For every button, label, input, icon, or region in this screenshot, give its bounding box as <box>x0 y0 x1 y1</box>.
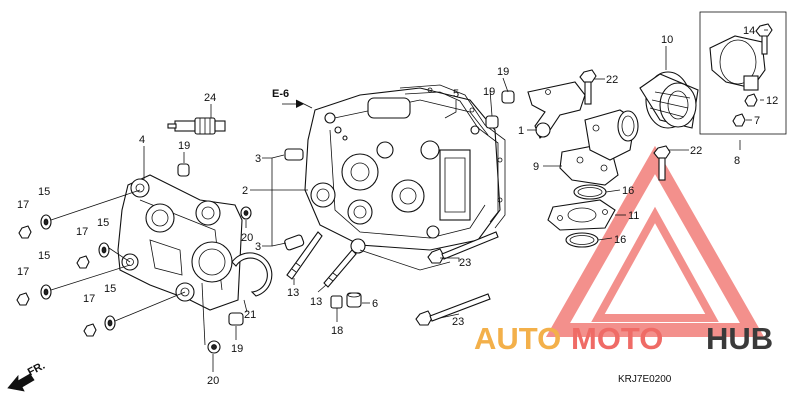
dowel-pin-part-19-a <box>177 163 190 177</box>
callout-18: 18 <box>331 325 343 337</box>
callout-12: 12 <box>766 95 778 107</box>
callout-6: 6 <box>372 298 378 310</box>
watermark-hub: HUB <box>706 321 773 356</box>
bolt-part-23 <box>415 231 499 326</box>
callout-19-c: 19 <box>483 86 495 98</box>
stud-bolt-part-13 <box>286 231 357 288</box>
callout-7: 7 <box>754 115 760 127</box>
callout-21: 21 <box>244 309 256 321</box>
callout-24: 24 <box>204 92 216 104</box>
callout-14: 14 <box>743 25 755 37</box>
callout-23-b: 23 <box>452 316 464 328</box>
callout-13-b: 13 <box>310 296 322 308</box>
side-cover-part-4 <box>117 174 243 311</box>
callout-11: 8 <box>734 155 740 167</box>
callout-19-d: 19 <box>497 66 509 78</box>
seal-part-18 <box>330 295 343 309</box>
callout-15-b: 15 <box>97 217 109 229</box>
callout-22-b: 22 <box>690 145 702 157</box>
callout-10: 11 <box>628 210 639 222</box>
oring-part-16 <box>565 184 607 248</box>
dowel-pin-part-3 <box>284 148 305 251</box>
cylinder-head-part-2 <box>304 87 501 254</box>
callout-17-a: 17 <box>17 199 29 211</box>
callout-8: 9 <box>533 161 539 173</box>
callout-17-c: 17 <box>17 266 29 278</box>
reference-arrow-icon <box>282 100 304 108</box>
callout-13-a: 13 <box>287 287 299 299</box>
watermark-triangle <box>545 145 765 337</box>
bolt-part-22-lower <box>653 145 671 181</box>
callout-17-d: 17 <box>83 293 95 305</box>
callout-15-d: 15 <box>104 283 116 295</box>
gasket-part-5 <box>399 84 506 229</box>
callout-16-b: 16 <box>614 234 626 246</box>
bracket-part-1 <box>527 81 586 139</box>
direction-label: FR. <box>26 360 47 379</box>
watermark-moto: MOTO <box>571 321 663 356</box>
callout-3-b: 3 <box>255 241 261 253</box>
callout-4: 4 <box>139 134 145 146</box>
callout-15-a: 15 <box>38 186 50 198</box>
callout-19-a: 19 <box>178 140 190 152</box>
insulator-part-10 <box>547 199 616 231</box>
washer-nut-set-left <box>16 189 186 337</box>
intake-joint-part-9 <box>639 71 699 129</box>
callout-labels: 24 4 19 15 17 15 17 15 17 15 17 20 21 19… <box>17 25 778 387</box>
callout-3-a: 3 <box>255 153 261 165</box>
intake-manifold-part-8 <box>559 109 639 186</box>
callout-5: 5 <box>453 88 459 100</box>
callout-19-b: 19 <box>231 343 243 355</box>
callout-17-b: 17 <box>76 226 88 238</box>
watermark-auto: AUTO <box>474 321 561 356</box>
callout-22-a: 22 <box>606 74 618 86</box>
nut-part-6 <box>346 292 362 308</box>
reference-code: E-6 <box>272 88 289 100</box>
callout-9: 10 <box>661 34 673 46</box>
callout-23-a: 23 <box>459 257 471 269</box>
drawing-code: KRJ7E0200 <box>618 374 672 385</box>
callout-15-c: 15 <box>38 250 50 262</box>
leader-lines <box>143 29 768 372</box>
small-parts-cover <box>207 206 273 354</box>
callout-2: 2 <box>242 185 248 197</box>
front-direction-arrow-icon: FR. <box>7 360 47 392</box>
spark-plug-part-24 <box>167 117 226 135</box>
bolt-part-22-upper <box>579 69 597 105</box>
callout-20-b: 20 <box>207 375 219 387</box>
callout-20-a: 20 <box>241 232 253 244</box>
callout-1: 1 <box>518 125 524 137</box>
watermark-logo: AUTO MOTO HUB <box>474 321 773 356</box>
callout-16-a: 16 <box>622 185 634 197</box>
